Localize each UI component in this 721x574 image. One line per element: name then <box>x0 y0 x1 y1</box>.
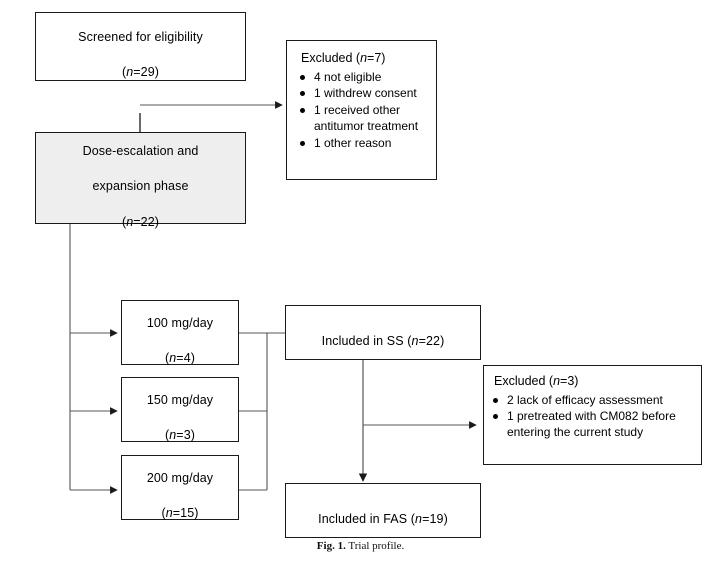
included-ss-n: n <box>411 333 419 348</box>
included-ss-pre: Included in SS ( <box>321 333 412 348</box>
excluded-top-item-1: 1 withdrew consent <box>314 86 417 101</box>
list-item: 1 other reason <box>299 136 428 152</box>
node-dose-200-text: 200 mg/day (n=15) <box>122 452 238 523</box>
node-dose-200[interactable]: 200 mg/day (n=15) <box>121 455 239 520</box>
bullet-icon <box>493 397 498 403</box>
figure-caption-text: Trial profile. <box>348 540 405 552</box>
list-item: 1 pretreated with CM082 before entering … <box>492 409 695 441</box>
included-ss-post: =22) <box>418 333 445 348</box>
list-item: 1 withdrew consent <box>299 86 428 102</box>
excluded-bottom-list: 2 lack of efficacy assessment 1 pretreat… <box>492 393 695 441</box>
dose-100-line2-n: n <box>169 351 177 366</box>
dose-100-line2-pre: ( <box>164 351 170 366</box>
excluded-bottom-title-post: =3) <box>560 374 579 388</box>
list-item: 4 not eligible <box>299 70 428 86</box>
dose-100-line2-post: =4) <box>176 351 196 366</box>
node-dose-phase-text: Dose-escalation and expansion phase (n=2… <box>36 125 245 232</box>
figure-caption-label: Fig. 1. <box>316 540 346 552</box>
dose-200-line2-post: =15) <box>172 506 199 521</box>
excluded-bottom-title: Excluded (n=3) <box>492 373 695 391</box>
excluded-top-title-pre: Excluded ( <box>301 51 361 65</box>
excluded-top-title-post: =7) <box>367 51 386 65</box>
included-fas-post: =19) <box>422 511 448 526</box>
dose-200-line2-n: n <box>165 506 173 521</box>
dose-phase-line3-n: n <box>126 214 134 229</box>
node-included-ss-text: Included in SS (n=22) <box>286 315 480 351</box>
included-fas-n: n <box>415 511 423 526</box>
dose-200-line2-pre: ( <box>161 506 166 521</box>
dose-150-line2-post: =3) <box>176 428 196 443</box>
excluded-top-item-3: 1 other reason <box>314 135 392 150</box>
screened-line2-post: =29) <box>133 65 160 80</box>
screened-line1: Screened for eligibility <box>78 29 203 44</box>
node-dose-150[interactable]: 150 mg/day (n=3) <box>121 377 239 442</box>
dose-100-line1: 100 mg/day <box>146 315 214 330</box>
dose-phase-line2: expansion phase <box>92 179 189 193</box>
excluded-top-item-0: 4 not eligible <box>314 69 382 84</box>
excluded-top-list: 4 not eligible 1 withdrew consent 1 rece… <box>299 70 428 152</box>
node-excluded-top[interactable]: Excluded (n=7) 4 not eligible 1 withdrew… <box>286 40 437 180</box>
list-item: 2 lack of efficacy assessment <box>492 393 695 409</box>
excluded-top-body: Excluded (n=7) 4 not eligible 1 withdrew… <box>287 41 436 153</box>
bullet-icon <box>493 414 498 420</box>
dose-150-line1: 150 mg/day <box>146 392 214 407</box>
screened-line2-pre: ( <box>121 65 127 80</box>
bullet-icon <box>300 74 305 80</box>
node-included-ss[interactable]: Included in SS (n=22) <box>285 305 481 360</box>
node-excluded-bottom[interactable]: Excluded (n=3) 2 lack of efficacy assess… <box>483 365 702 465</box>
list-item: 1 received other antitumor treatment <box>299 103 428 135</box>
excluded-top-title: Excluded (n=7) <box>299 50 428 68</box>
dose-phase-line1: Dose-escalation and <box>82 143 199 158</box>
dose-150-line2-pre: ( <box>164 428 170 443</box>
dose-150-line2-n: n <box>169 428 177 443</box>
node-screened-text: Screened for eligibility (n=29) <box>36 11 245 82</box>
dose-phase-line3-post: =22) <box>133 214 160 229</box>
excluded-bottom-item-1: 1 pretreated with CM082 before entering … <box>507 409 676 440</box>
excluded-top-title-n: n <box>360 51 368 65</box>
node-screened-for-eligibility[interactable]: Screened for eligibility (n=29) <box>35 12 246 81</box>
screened-line2-n: n <box>126 65 134 80</box>
included-fas-pre: Included in FAS ( <box>318 511 416 526</box>
node-dose-150-text: 150 mg/day (n=3) <box>122 374 238 445</box>
bullet-icon <box>300 91 305 97</box>
node-included-fas-text: Included in FAS (n=19) <box>286 493 480 529</box>
excluded-bottom-title-pre: Excluded ( <box>494 374 554 388</box>
dose-phase-line3-pre: ( <box>121 214 127 229</box>
node-dose-escalation-phase[interactable]: Dose-escalation and expansion phase (n=2… <box>35 132 246 229</box>
node-dose-100-text: 100 mg/day (n=4) <box>122 297 238 368</box>
excluded-bottom-item-0: 2 lack of efficacy assessment <box>507 392 663 407</box>
node-dose-100[interactable]: 100 mg/day (n=4) <box>121 300 239 365</box>
dose-200-line1: 200 mg/day <box>146 470 214 485</box>
bullet-icon <box>300 140 305 146</box>
excluded-bottom-title-n: n <box>553 374 561 388</box>
excluded-top-item-2: 1 received other antitumor treatment <box>314 103 419 133</box>
bullet-icon <box>300 108 305 114</box>
figure-caption: Fig. 1. Trial profile. <box>0 540 721 552</box>
excluded-bottom-body: Excluded (n=3) 2 lack of efficacy assess… <box>484 366 701 442</box>
node-included-fas[interactable]: Included in FAS (n=19) <box>285 483 481 538</box>
